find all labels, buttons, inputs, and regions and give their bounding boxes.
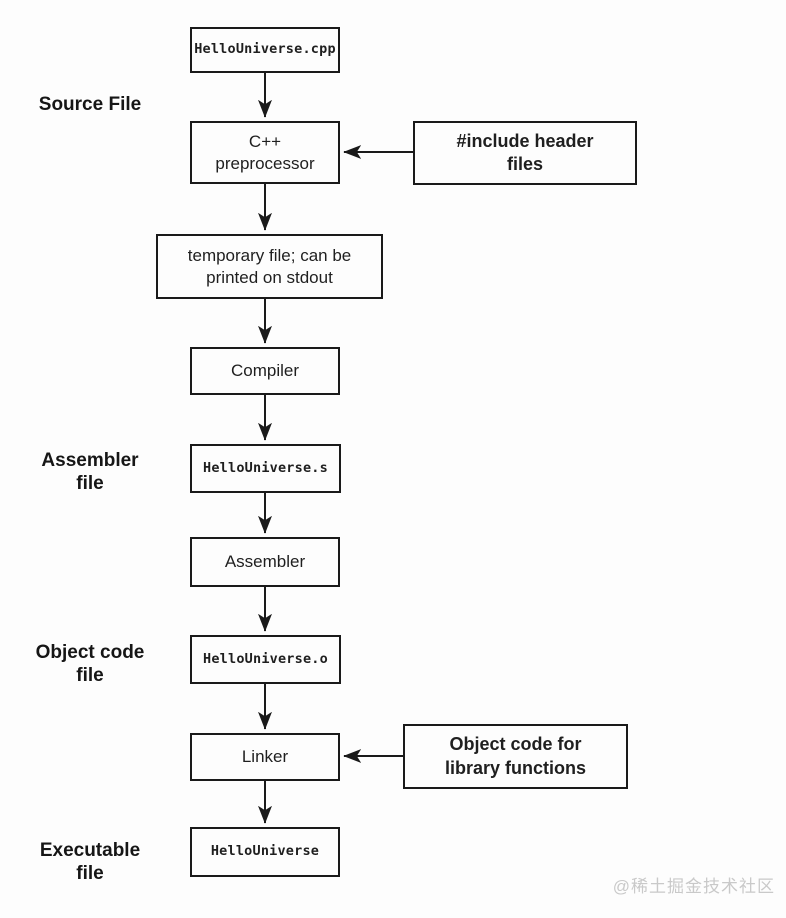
node-temporary-file: temporary file; can be printed on stdout: [156, 234, 383, 299]
stage-label-source-file: Source File: [38, 94, 142, 115]
node-object-file: HelloUniverse.o: [190, 635, 341, 684]
stage-label-object-code-file: Object code file: [35, 642, 145, 687]
node-linker: Linker: [190, 733, 340, 781]
node-assembler: Assembler: [190, 537, 340, 587]
stage-label-executable-file: Executable file: [39, 840, 141, 885]
node-assembly-file: HelloUniverse.s: [190, 444, 341, 493]
node-library-object-code: Object code for library functions: [403, 724, 628, 789]
node-executable-file: HelloUniverse: [190, 827, 340, 877]
node-compiler: Compiler: [190, 347, 340, 395]
node-cpp-preprocessor: C++ preprocessor: [190, 121, 340, 184]
community-watermark: @稀土掘金技术社区: [612, 877, 775, 896]
node-include-header-files: #include header files: [413, 121, 637, 185]
stage-label-assembler-file: Assembler file: [41, 450, 139, 495]
node-source-cpp-file: HelloUniverse.cpp: [190, 27, 340, 73]
